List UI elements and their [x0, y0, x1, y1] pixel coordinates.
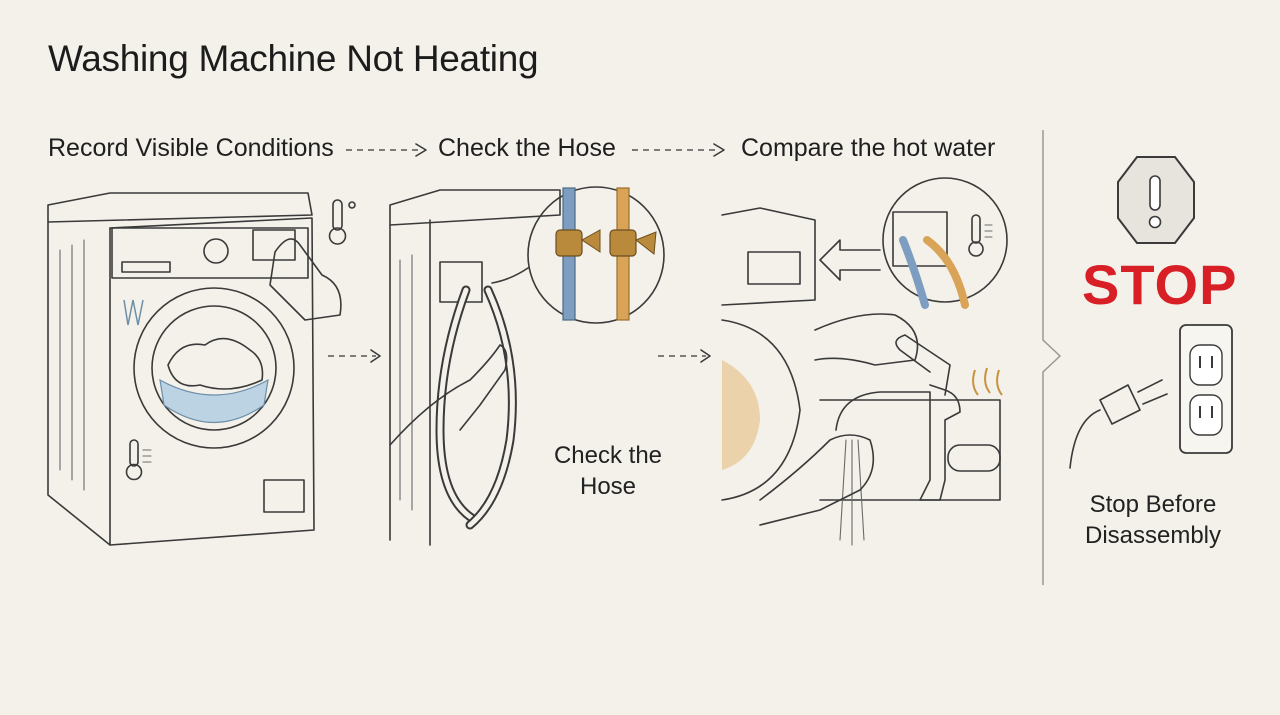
- stop-caption: Stop Before Disassembly: [1084, 491, 1222, 549]
- washing-machine-illustration: [47, 192, 342, 546]
- warning-octagon-icon: [1117, 156, 1195, 244]
- thermometer-icon: [125, 439, 152, 481]
- hose-caption: Check the Hose: [553, 442, 663, 500]
- stop-heading: STOP: [1082, 253, 1238, 316]
- step-record-visible-conditions: Record Visible Conditions: [48, 134, 334, 162]
- step-arrow-1: [346, 143, 427, 157]
- plug-icon: [1069, 379, 1168, 469]
- panel-arrow-1: [328, 349, 381, 363]
- step-compare-hot-water: Compare the hot water: [741, 134, 996, 162]
- hose-illustration: [389, 186, 665, 546]
- step-check-the-hose: Check the Hose: [438, 134, 616, 162]
- thermometer-icon: [968, 214, 993, 257]
- faucet-illustration: [721, 177, 1008, 546]
- section-divider: [1042, 130, 1062, 585]
- panel-arrow-2: [658, 349, 711, 363]
- outlet-icon: [1179, 324, 1233, 454]
- step-arrow-2: [632, 143, 725, 157]
- thermometer-icon: [328, 199, 356, 245]
- page-title: Washing Machine Not Heating: [48, 38, 539, 79]
- heat-waves-icon: [972, 367, 1003, 396]
